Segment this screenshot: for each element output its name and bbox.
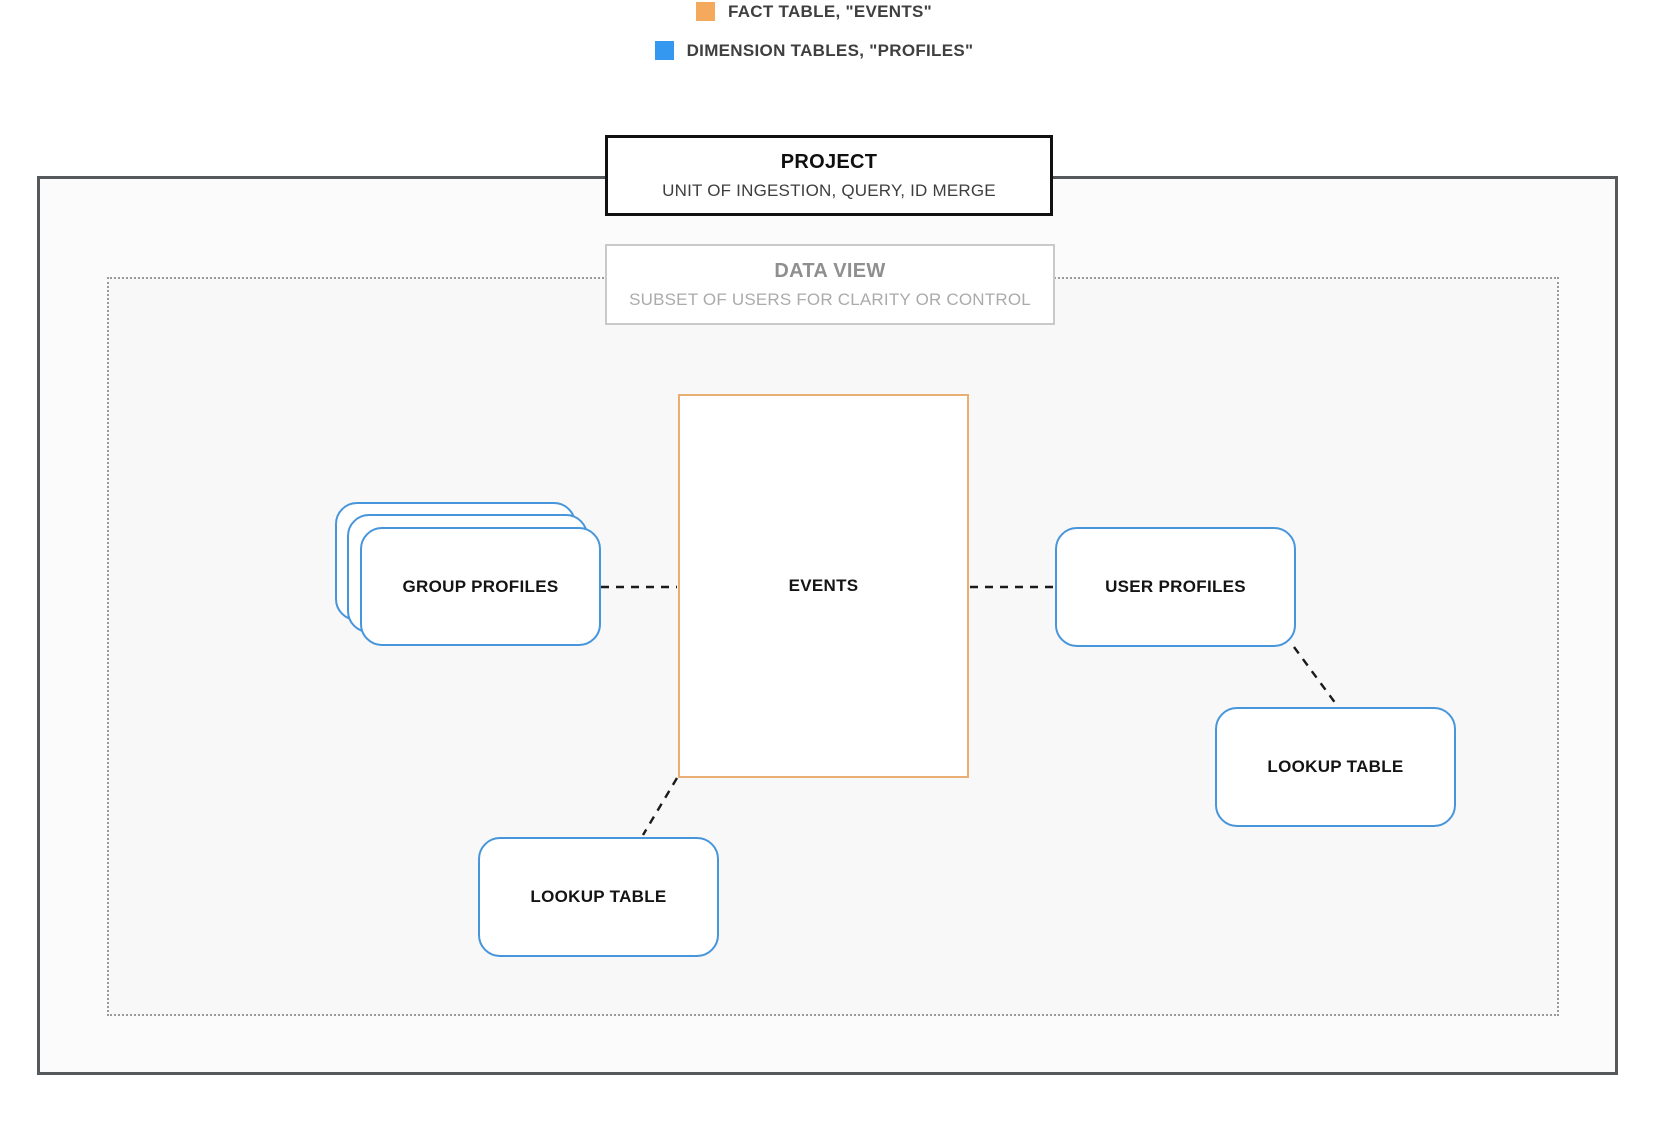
- legend-item-dimension-tables: DIMENSION TABLES, "PROFILES": [654, 39, 974, 62]
- legend-label-dimension-tables: DIMENSION TABLES, "PROFILES": [686, 40, 974, 60]
- node-user-profiles-label: USER PROFILES: [1105, 577, 1246, 596]
- node-lookup-table-right-label: LOOKUP TABLE: [1267, 757, 1404, 776]
- project-header-box: PROJECT UNIT OF INGESTION, QUERY, ID MER…: [605, 135, 1053, 216]
- node-lookup-table-bottom-label: LOOKUP TABLE: [530, 887, 667, 906]
- node-events-label: EVENTS: [788, 576, 859, 595]
- node-group-profiles: GROUP PROFILES: [360, 527, 601, 646]
- node-lookup-table-right: LOOKUP TABLE: [1215, 707, 1456, 827]
- project-title: PROJECT: [780, 151, 878, 173]
- node-user-profiles: USER PROFILES: [1055, 527, 1296, 647]
- data-view-subtitle: SUBSET OF USERS FOR CLARITY OR CONTROL: [629, 290, 1031, 309]
- data-view-title: DATA VIEW: [774, 260, 886, 282]
- node-group-profiles-label: GROUP PROFILES: [402, 576, 559, 596]
- project-subtitle: UNIT OF INGESTION, QUERY, ID MERGE: [662, 181, 996, 200]
- data-view-header-box: DATA VIEW SUBSET OF USERS FOR CLARITY OR…: [605, 244, 1055, 325]
- legend-label-fact-table: FACT TABLE, "EVENTS": [727, 1, 933, 21]
- dimension-tables-swatch-icon: [654, 41, 674, 60]
- node-events: EVENTS: [678, 394, 969, 778]
- legend: FACT TABLE, "EVENTS" DIMENSION TABLES, "…: [0, 0, 1628, 62]
- node-lookup-table-bottom: LOOKUP TABLE: [478, 837, 719, 957]
- legend-item-fact-table: FACT TABLE, "EVENTS": [695, 0, 933, 23]
- fact-table-swatch-icon: [695, 2, 715, 21]
